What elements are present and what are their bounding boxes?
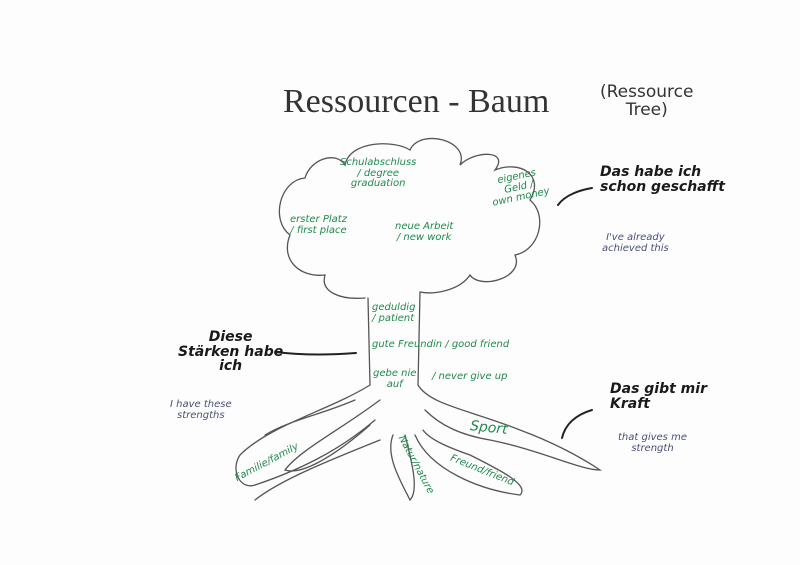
label-line: / new work <box>396 231 452 243</box>
label-line: Das gibt mir <box>610 381 707 397</box>
trunk-good-friend: gute Freundin / good friend <box>372 339 510 350</box>
label-line: strengths <box>177 409 225 421</box>
tree-crown-outline <box>278 137 541 299</box>
page-title: Ressourcen - Baum <box>283 83 550 120</box>
trunk-never-give-up-en: / never give up <box>432 371 508 382</box>
connector-power <box>561 409 593 439</box>
label-line: geduldig <box>372 302 416 313</box>
trunk-left <box>367 297 371 386</box>
annotation-strengths-en: I have these strengths <box>170 399 232 421</box>
label-line: / degree <box>357 167 400 179</box>
root-friend <box>414 429 523 496</box>
label-line: achieved this <box>602 242 669 254</box>
title-translation-line: Tree) <box>625 99 668 120</box>
trunk-never-give-up-de: gebe nie auf <box>373 368 417 390</box>
root-sport <box>417 384 603 471</box>
label-line: Kraft <box>610 395 650 412</box>
label-line: I've already <box>606 232 665 243</box>
label-line: that gives me <box>618 432 687 443</box>
crown-graduation: Schulabschluss / degree graduation <box>340 157 417 190</box>
root-far-left <box>264 399 356 436</box>
label-line: strength <box>631 442 674 454</box>
label-line: erster Platz <box>290 214 347 225</box>
label-line: Schulabschluss <box>340 157 417 168</box>
label-line: ich <box>219 358 243 375</box>
connector-strengths <box>274 351 357 356</box>
label-line: graduation <box>350 178 406 189</box>
root-nature <box>390 434 415 502</box>
annotation-power-de: Das gibt mir Kraft <box>610 382 707 411</box>
annotation-achieved-de: Das habe ich schon geschafft <box>600 165 725 194</box>
title-translation: (Ressource Tree) <box>600 82 694 120</box>
annotation-power-en: that gives me strength <box>618 432 687 454</box>
label-line: / patient <box>372 312 415 324</box>
annotation-achieved-en: I've already achieved this <box>602 232 669 254</box>
root-bottom-left <box>254 439 381 501</box>
label-line: auf <box>386 378 403 390</box>
label-line: I have these <box>170 399 232 410</box>
label-line: Stärken habe <box>178 343 284 360</box>
label-line: Das habe ich <box>600 164 702 180</box>
label-line: gebe nie <box>373 368 417 379</box>
root-family-inner <box>283 399 381 472</box>
root-family <box>235 384 376 487</box>
crown-first-place: erster Platz / first place <box>290 214 347 236</box>
trunk-right <box>417 291 421 386</box>
label-line: schon geschafft <box>600 178 725 195</box>
label-line: neue Arbeit <box>395 221 454 232</box>
title-translation-line: (Ressource <box>600 82 694 102</box>
annotation-strengths-de: Diese Stärken habe ich <box>178 330 283 374</box>
label-line: Diese <box>208 329 253 345</box>
label-line: / first place <box>290 224 347 236</box>
connector-achieved <box>557 187 593 206</box>
trunk-patient: geduldig / patient <box>372 302 416 324</box>
crown-new-work: neue Arbeit / new work <box>395 221 454 243</box>
